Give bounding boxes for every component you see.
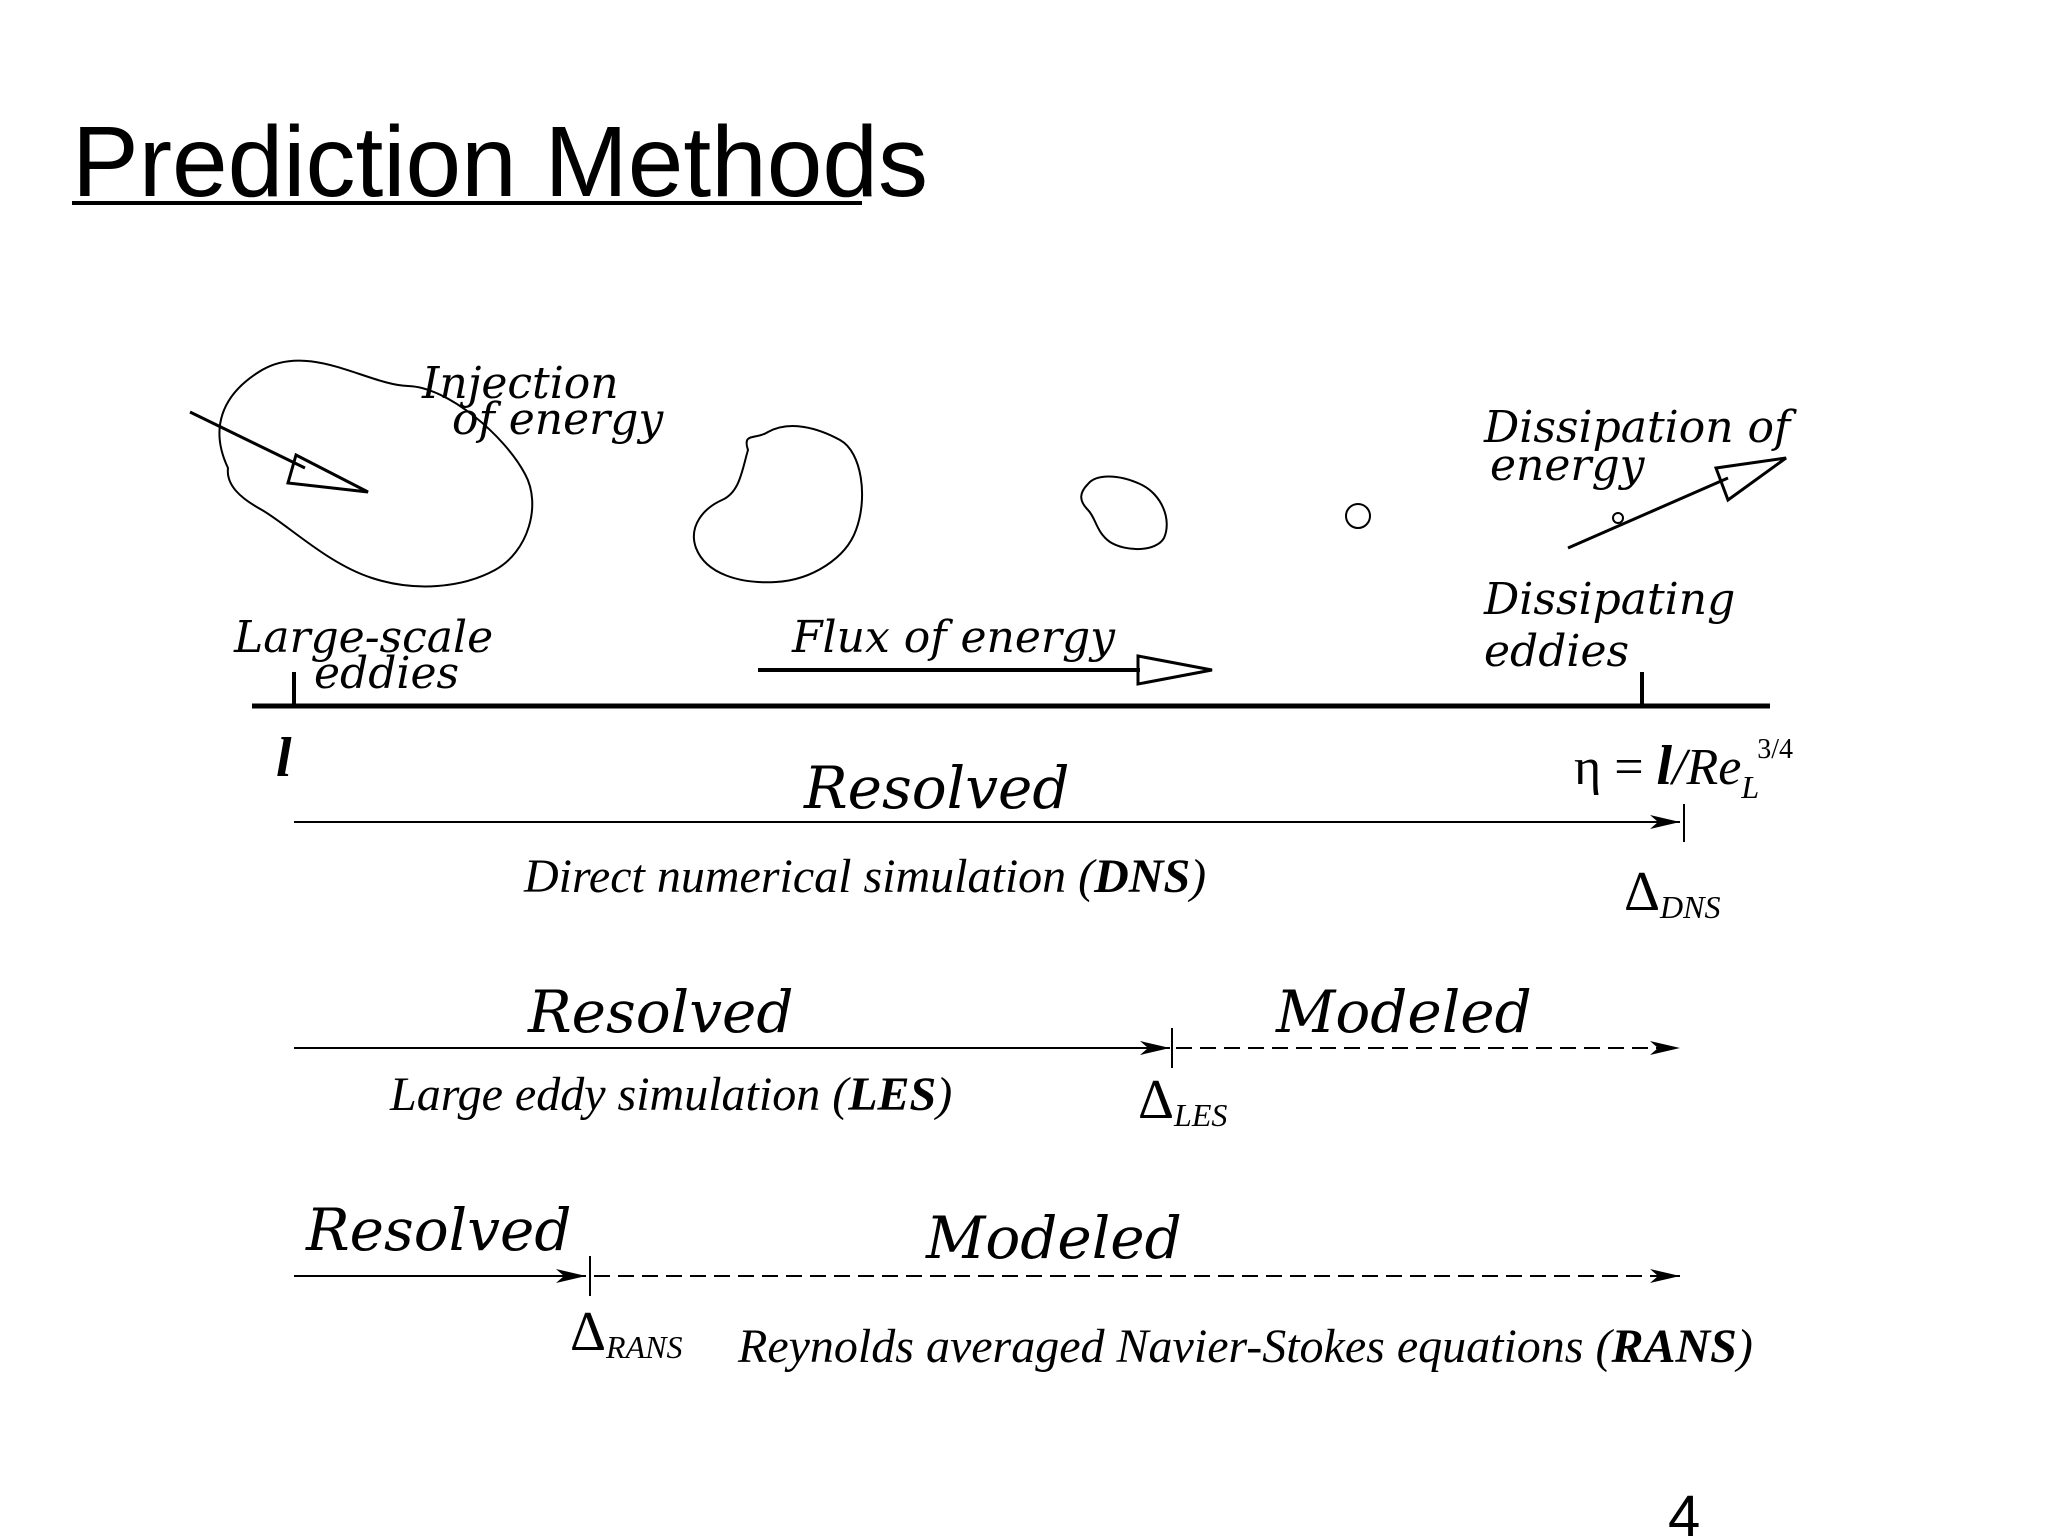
injection-arrowhead <box>286 452 369 494</box>
rans-modeled-label: Modeled <box>925 1204 1182 1272</box>
les-caption-post: ) <box>933 1068 952 1121</box>
formula-equals: = <box>1601 739 1656 796</box>
page-title: Prediction Methods <box>72 106 928 218</box>
les-caption-pre: Large eddy simulation ( <box>389 1068 851 1121</box>
les-delta-subscript: LES <box>1173 1097 1227 1133</box>
formula-l: l <box>1657 735 1673 797</box>
eta-symbol: η <box>1574 739 1601 796</box>
flux-arrowhead <box>1136 654 1213 686</box>
rans-caption-pre: Reynolds averaged Navier-Stokes equation… <box>737 1320 1614 1373</box>
dns-caption: Direct numerical simulation (DNS) <box>523 850 1206 903</box>
flux-label: Flux of energy <box>791 612 1116 663</box>
les-modeled-label: Modeled <box>1275 978 1532 1046</box>
dns-caption-bold: DNS <box>1093 850 1190 903</box>
formula-subscript: L <box>1740 769 1759 805</box>
les-caption-bold: LES <box>847 1068 936 1121</box>
les-delta-symbol: Δ <box>1138 1069 1174 1131</box>
dns-caption-post: ) <box>1187 850 1206 903</box>
dns-resolved-label: Resolved <box>803 754 1069 822</box>
rans-delta-symbol: Δ <box>570 1301 606 1363</box>
large-scale-label-line1: Large-scale <box>233 612 493 663</box>
dns-delta: ΔDNS <box>1624 861 1720 925</box>
kolmogorov-formula: η = l/ReL 3/4 <box>1574 734 1793 805</box>
large-eddy-blob <box>218 359 534 588</box>
rans-caption-bold: RANS <box>1610 1320 1736 1373</box>
dissipation-label-line2: energy <box>1490 440 1646 491</box>
rans-delta: ΔRANS <box>570 1301 682 1365</box>
rans-caption-post: ) <box>1734 1320 1753 1373</box>
les-resolved-label: Resolved <box>527 978 793 1046</box>
dissipating-label-line2: eddies <box>1484 626 1629 677</box>
injection-label-line1: Injection <box>421 358 619 409</box>
rans-caption: Reynolds averaged Navier-Stokes equation… <box>737 1320 1753 1373</box>
dns-delta-subscript: DNS <box>1659 889 1720 925</box>
rans-delta-subscript: RANS <box>605 1329 682 1365</box>
injection-arrow-shaft <box>189 410 306 470</box>
formula-superscript: 3/4 <box>1757 734 1793 765</box>
dissipation-label-line1: Dissipation of <box>1483 402 1797 453</box>
les-caption: Large eddy simulation (LES) <box>389 1068 952 1121</box>
medium-eddy-blob <box>692 425 864 584</box>
les-delta: ΔLES <box>1138 1069 1227 1133</box>
page-number: 4 <box>1668 1484 1700 1536</box>
formula-slash-re: /Re <box>1669 739 1741 796</box>
dissipation-arrowhead <box>1713 456 1787 503</box>
dissipating-eddy-dot <box>1612 512 1624 524</box>
tiny-eddy-circle <box>1345 503 1371 529</box>
small-eddy-blob <box>1080 475 1168 551</box>
large-scale-symbol: l <box>276 727 292 789</box>
dissipation-arrow-shaft <box>1567 476 1729 550</box>
injection-label-line2: of energy <box>452 394 664 445</box>
dns-delta-symbol: Δ <box>1624 861 1660 923</box>
rans-resolved-label: Resolved <box>305 1196 571 1264</box>
dissipating-label-line1: Dissipating <box>1483 574 1735 625</box>
dns-caption-pre: Direct numerical simulation ( <box>523 850 1097 903</box>
large-scale-label-line2: eddies <box>314 648 459 699</box>
